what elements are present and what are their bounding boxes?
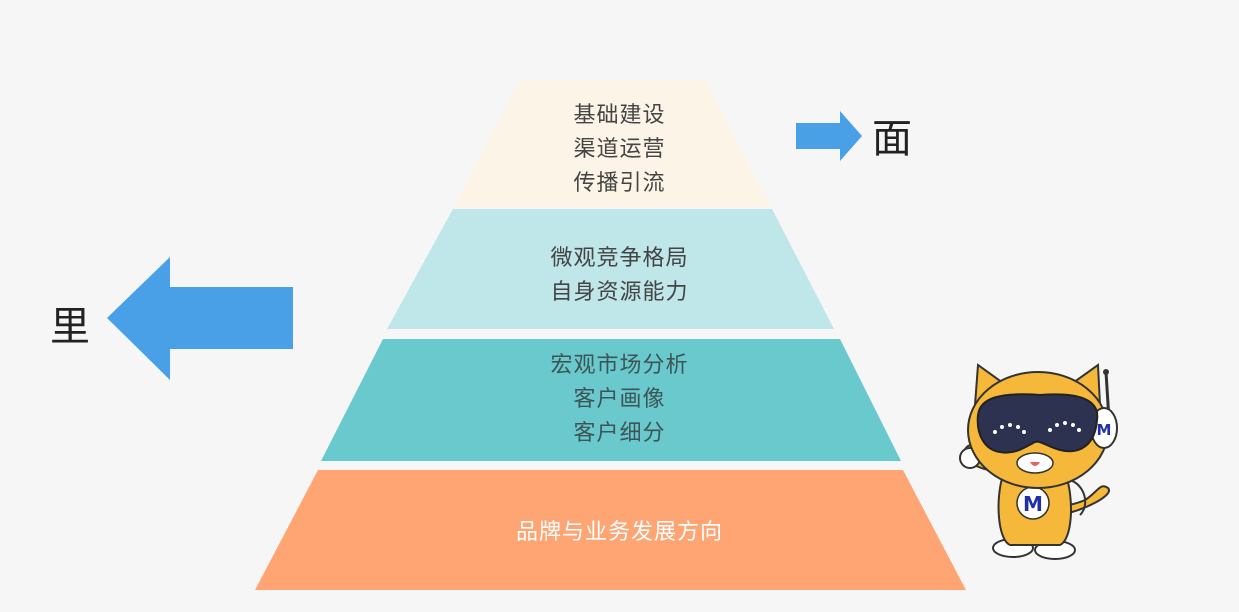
pyramid-layer-third-text: 宏观市场分析 客户画像 客户细分 <box>0 347 1239 453</box>
pyramid-layer-third <box>321 339 901 461</box>
layer-line: 客户细分 <box>573 421 666 446</box>
layer-line: 自身资源能力 <box>550 280 689 305</box>
surface-arrow <box>796 111 862 161</box>
layer-line: 微观竞争格局 <box>550 246 689 271</box>
mascot-cat: M M <box>959 363 1118 560</box>
surface-label: 面 <box>872 116 912 162</box>
inner-arrow <box>107 257 293 380</box>
layer-line: 客户画像 <box>573 387 666 412</box>
layer-line: 渠道运营 <box>573 137 666 162</box>
pyramid-layer-base <box>255 470 966 590</box>
layer-line: 品牌与业务发展方向 <box>515 520 723 545</box>
mascot-badge-text: M <box>1023 492 1043 516</box>
layer-line: 传播引流 <box>573 171 666 196</box>
layer-line: 基础建设 <box>573 103 666 128</box>
mascot-ear-text: M <box>1097 421 1112 439</box>
pyramid-layer-second-text: 微观竞争格局 自身资源能力 <box>0 241 1239 311</box>
layer-line: 宏观市场分析 <box>550 353 689 378</box>
pyramid-layer-second <box>387 209 834 329</box>
pyramid-layer-base-text: 品牌与业务发展方向 <box>0 515 1239 551</box>
pyramid-layer-top <box>453 80 772 207</box>
pyramid-layer-top-text: 基础建设 渠道运营 传播引流 <box>0 98 1239 202</box>
inner-label: 里 <box>50 304 90 350</box>
